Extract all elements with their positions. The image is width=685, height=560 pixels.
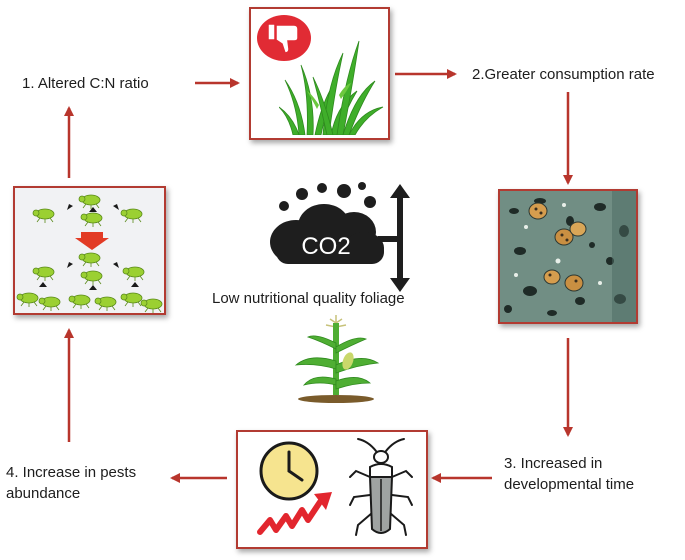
step1-label: 1. Altered C:N ratio [22, 75, 149, 92]
step2-label: 2.Greater consumption rate [472, 66, 655, 83]
left-box [13, 186, 166, 315]
co2-label: CO2 [301, 233, 350, 260]
up-down-arrow-icon [378, 184, 410, 292]
chewed-leaf-beetles-photo [500, 191, 636, 322]
center-caption: Low nutritional quality foliage [212, 290, 405, 307]
right-box [498, 189, 638, 324]
corn-plant-icon [294, 315, 380, 403]
top-box [249, 7, 390, 140]
step4-label: 4. Increase in pests abundance [6, 464, 137, 502]
step3-label: 3. Increased in developmental time [504, 455, 635, 493]
co2-cloud-icon: CO2 [270, 182, 384, 264]
rising-arrow-icon [257, 492, 332, 535]
aphid-multiplication-icon [16, 194, 163, 313]
bottom-box [236, 430, 428, 549]
insect-icon [349, 438, 413, 536]
thumbs-down-icon [257, 15, 311, 61]
grass-plant-icon [279, 40, 384, 135]
clock-icon [259, 441, 319, 501]
